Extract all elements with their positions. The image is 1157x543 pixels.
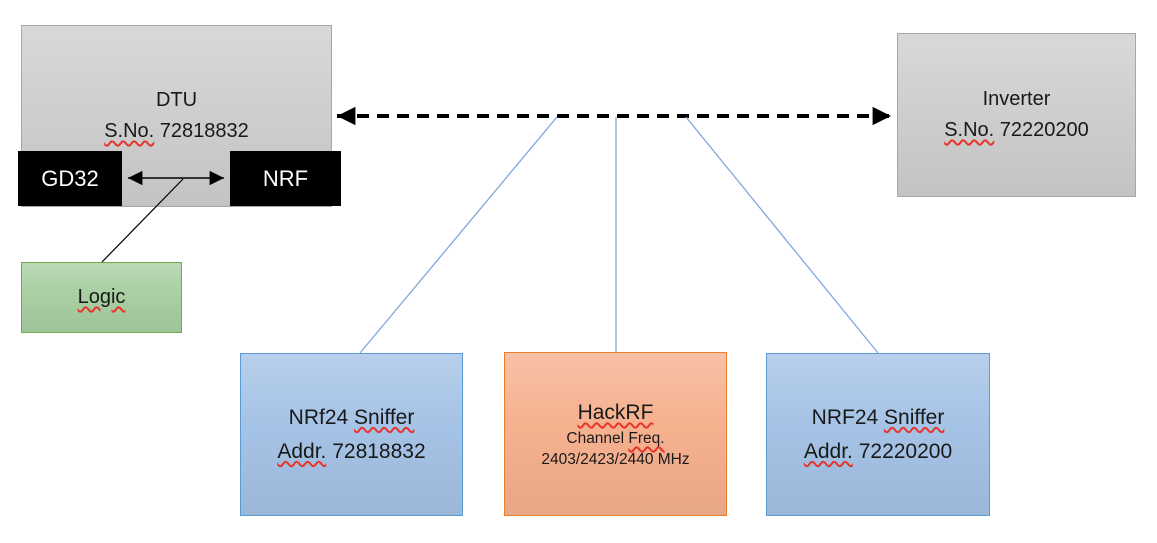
dtu-serial-number: 72818832 — [154, 120, 249, 142]
sniffer-right-addr: Addr. 72220200 — [804, 435, 952, 469]
hackrf-box: HackRF Channel Freq. 2403/2423/2440 MHz — [504, 352, 727, 516]
hackrf-channel-freq: Channel Freq. — [566, 428, 664, 449]
gd32-label: GD32 — [41, 165, 99, 191]
sniffer-left-title-prefix: NRf24 — [288, 405, 355, 429]
inverter-title: Inverter — [982, 88, 1051, 110]
nrf-label: NRF — [262, 165, 309, 191]
sniffer-left-box: NRf24 Sniffer Addr. 72818832 — [240, 353, 463, 516]
gd32-box: GD32 — [18, 151, 122, 206]
link-to-sniffer-left — [359, 116, 558, 354]
dtu-box: DTU S.No. 72818832 — [21, 25, 332, 207]
sniffer-left-title-word: Sniffer — [354, 405, 415, 429]
inverter-serial: S.No. 72220200 — [944, 115, 1089, 146]
nrf-box: NRF — [230, 151, 341, 206]
sniffer-left-addr: Addr. 72818832 — [277, 435, 425, 469]
link-to-sniffer-right — [685, 116, 879, 354]
sniffer-right-addr-label: Addr. — [803, 439, 853, 463]
hackrf-freq-word: Freq. — [628, 430, 665, 447]
hackrf-title: HackRF — [578, 398, 654, 428]
dtu-serial: S.No. 72818832 — [104, 116, 249, 147]
dtu-serial-label: S.No. — [104, 120, 155, 142]
sniffer-left-title: NRf24 Sniffer — [289, 401, 415, 435]
inverter-serial-label: S.No. — [944, 119, 995, 141]
sniffer-right-box: NRF24 Sniffer Addr. 72220200 — [766, 353, 990, 516]
sniffer-right-title-word: Sniffer — [884, 405, 945, 429]
inverter-box: Inverter S.No. 72220200 — [897, 33, 1136, 197]
inverter-serial-number: 72220200 — [994, 119, 1089, 141]
dtu-title: DTU — [155, 89, 198, 111]
sniffer-right-addr-number: 72220200 — [852, 439, 953, 463]
hackrf-freq-values: 2403/2423/2440 MHz — [541, 451, 690, 468]
hackrf-title-text: HackRF — [577, 401, 654, 424]
hackrf-freq-prefix: Channel — [566, 430, 629, 447]
logic-box: Logic — [21, 262, 182, 333]
logic-label: Logic — [77, 286, 126, 308]
sniffer-left-addr-label: Addr. — [277, 439, 327, 463]
sniffer-right-title-prefix: NRF24 — [811, 405, 885, 429]
sniffer-left-addr-number: 72818832 — [326, 439, 426, 463]
sniffer-right-title: NRF24 Sniffer — [812, 401, 945, 435]
